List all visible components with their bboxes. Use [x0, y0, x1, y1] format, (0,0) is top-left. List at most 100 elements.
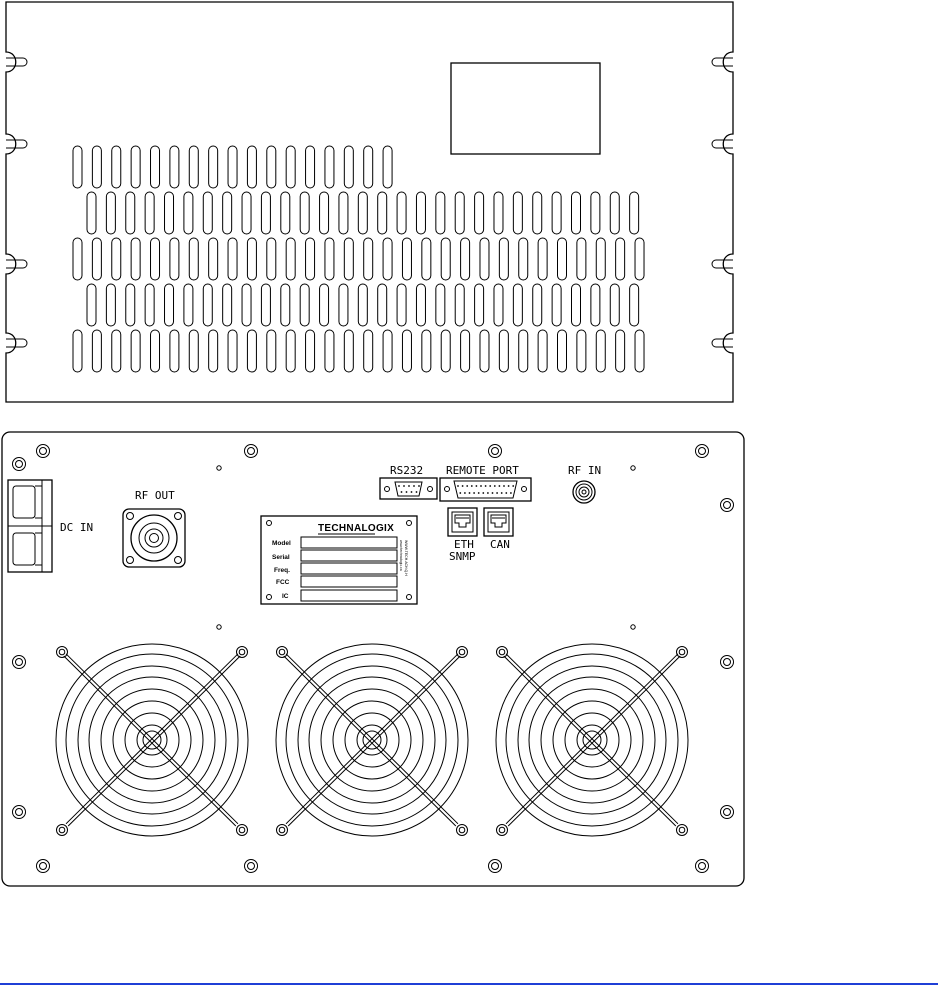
vent-slot [513, 192, 522, 234]
vent-slot [112, 146, 121, 188]
panel-screw [245, 445, 258, 458]
vent-slot [383, 238, 392, 280]
fan-guard-ring [541, 689, 643, 791]
vent-slot [610, 192, 619, 234]
vent-slot [286, 238, 295, 280]
nameplate: TECHNALOGIX Model Serial Freq. FCC IC WW… [261, 516, 417, 604]
vent-slot [344, 238, 353, 280]
fan-mount-hole [497, 647, 508, 658]
nameplate-field-model: Model [272, 540, 291, 547]
vent-slot [461, 238, 470, 280]
connector-pin [476, 485, 478, 487]
connector-pin [482, 492, 484, 494]
panel-screw [489, 860, 502, 873]
vent-slot [610, 284, 619, 326]
vent-slot [630, 284, 639, 326]
fan-mount-hole [237, 647, 248, 658]
footer-rule [0, 983, 938, 985]
connector-pin [478, 492, 480, 494]
connector-pin [510, 492, 512, 494]
vent-slot [320, 192, 329, 234]
cooling-fans [56, 644, 688, 836]
vent-slot [480, 330, 489, 372]
vent-slot [126, 192, 135, 234]
vent-slot [267, 146, 276, 188]
nameplate-brand: TECHNALOGIX [318, 523, 394, 534]
connector-pin [413, 485, 415, 487]
vent-slot [184, 284, 193, 326]
connector-pin [403, 485, 405, 487]
fan-mount-hole [457, 647, 468, 658]
fan-mount-hole-inner [279, 827, 285, 833]
vent-slot [422, 238, 431, 280]
vent-slot [281, 284, 290, 326]
vent-slot [184, 192, 193, 234]
fan-guard-ring [345, 713, 399, 767]
vent-slot [480, 238, 489, 280]
connector-pin [499, 485, 501, 487]
vent-slot [552, 192, 561, 234]
connector-pin [496, 492, 498, 494]
vent-slot [364, 238, 373, 280]
vent-slot [209, 330, 218, 372]
panel-screw-inner [699, 863, 706, 870]
vent-slot [436, 284, 445, 326]
rs232-label: RS232 [390, 464, 423, 477]
fan-mount-hole [57, 647, 68, 658]
vent-slot [499, 238, 508, 280]
fan-mount-hole [237, 825, 248, 836]
connector-pin [480, 485, 482, 487]
panel-screw [13, 458, 26, 471]
nameplate-side-text-2: www.technalogix.ca [399, 540, 403, 571]
panel-screw [37, 445, 50, 458]
panel-screw [489, 445, 502, 458]
fan-hub-inner [583, 731, 601, 749]
vent-slot [106, 192, 115, 234]
vent-slot [286, 146, 295, 188]
vent-slot [267, 238, 276, 280]
vent-slot [112, 238, 121, 280]
vent-slot [572, 284, 581, 326]
vent-slot [519, 330, 528, 372]
vent-slot [364, 146, 373, 188]
vent-slot [247, 146, 256, 188]
fan-mount-hole-inner [499, 827, 505, 833]
vent-slot [630, 192, 639, 234]
vent-slot [145, 192, 154, 234]
panel-screw-inner [248, 863, 255, 870]
vent-slot [131, 146, 140, 188]
connector-pin [416, 491, 418, 493]
fan-mount-hole-inner [459, 649, 465, 655]
panel-screw-inner [699, 448, 706, 455]
vent-slot [223, 192, 232, 234]
connector-pin [494, 485, 496, 487]
small-hole [217, 466, 221, 470]
nameplate-side-text-1: WWW.TECH.ACH.Q.H [404, 540, 408, 576]
vent-slot [73, 146, 82, 188]
fan-mount-hole-inner [59, 649, 65, 655]
front-panel [6, 2, 733, 402]
vent-slot [325, 238, 334, 280]
vent-slot [455, 284, 464, 326]
connector-pin [462, 485, 464, 487]
panel-screw [13, 656, 26, 669]
vent-slot [577, 238, 586, 280]
panel-screw [721, 806, 734, 819]
panel-screw [696, 860, 709, 873]
fan-hub-inner [363, 731, 381, 749]
panel-screw-inner [16, 461, 23, 468]
connector-pin [418, 485, 420, 487]
connector-pin [508, 485, 510, 487]
vent-slot [145, 284, 154, 326]
nameplate-field-fcc: FCC [276, 579, 290, 586]
vent-slot [189, 238, 198, 280]
panel-screw [721, 656, 734, 669]
vent-slot [261, 192, 270, 234]
panel-screw [37, 860, 50, 873]
vent-slot [494, 284, 503, 326]
connector-pin [459, 492, 461, 494]
rf-out-connector [123, 509, 185, 567]
vent-slot [422, 330, 431, 372]
fan-hub [577, 725, 607, 755]
connector-pin [505, 492, 507, 494]
